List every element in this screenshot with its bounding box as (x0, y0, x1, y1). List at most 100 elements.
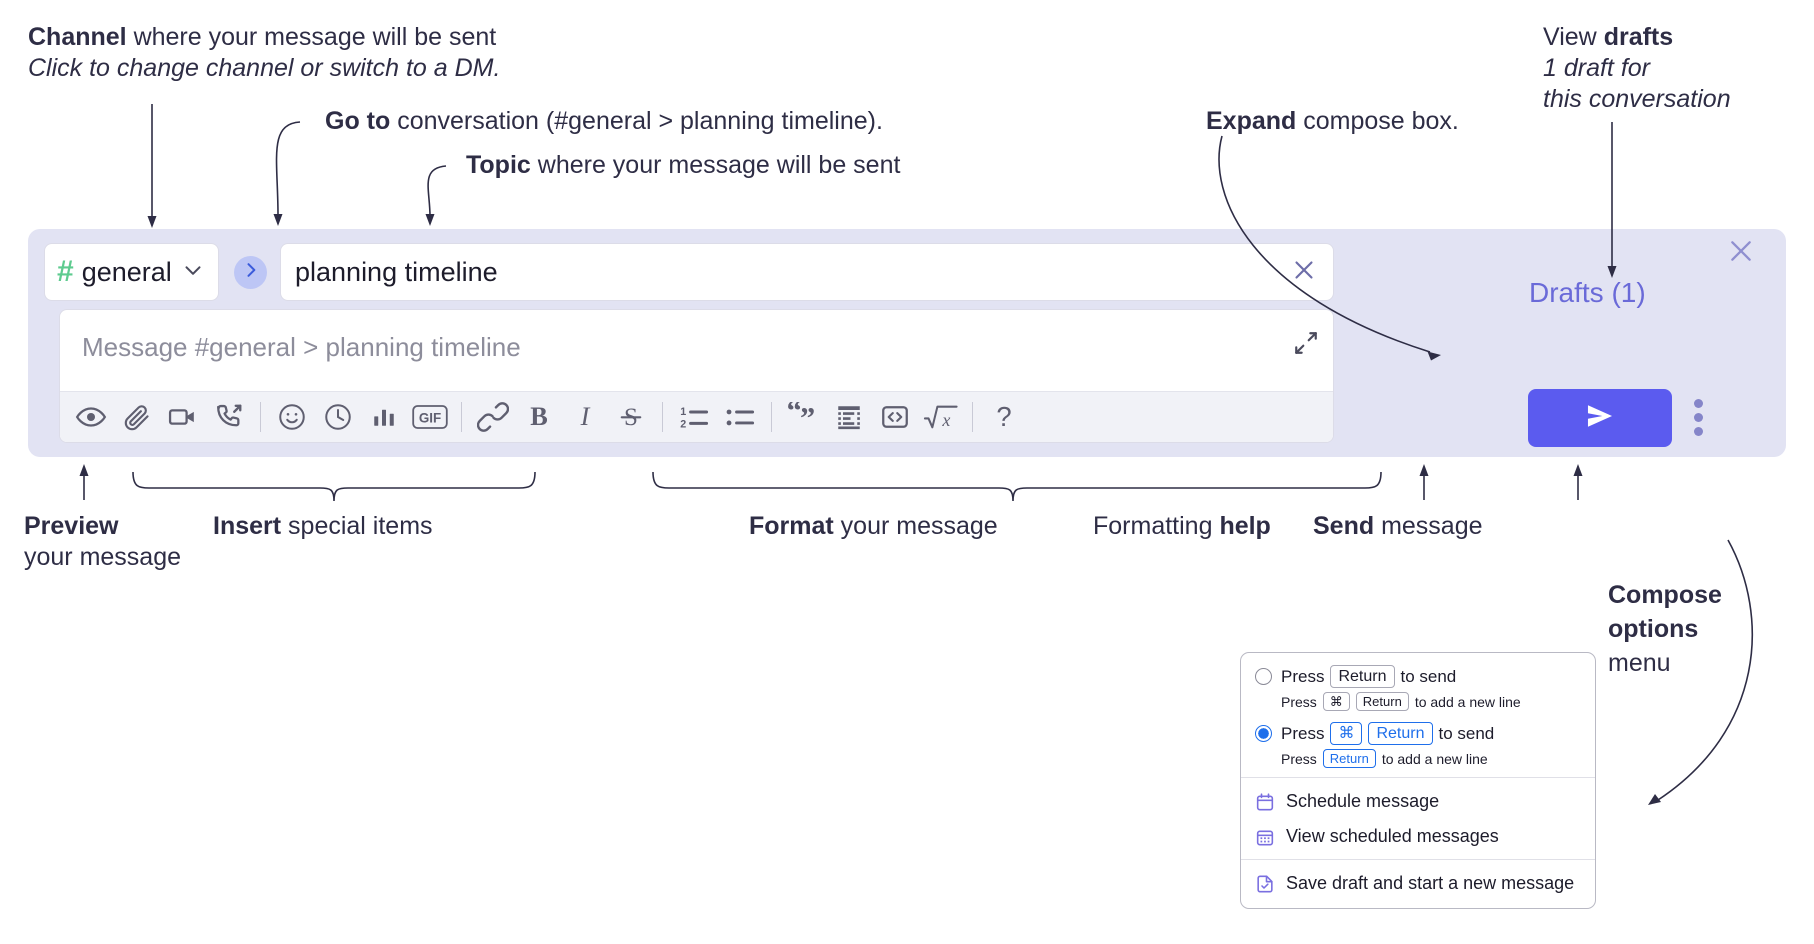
annotation-insert: Insert special items (213, 511, 633, 542)
menu-divider (1241, 859, 1595, 860)
menu-item-schedule-message[interactable]: Schedule message (1241, 784, 1595, 819)
option1-post: to send (1400, 666, 1457, 686)
svg-text:2: 2 (680, 418, 686, 430)
separator-3 (662, 402, 663, 432)
expand-icon[interactable] (1293, 330, 1319, 356)
message-input-box[interactable]: Message #general > planning timeline (59, 309, 1334, 443)
menu-item-label: View scheduled messages (1286, 826, 1499, 846)
gif-button[interactable]: GIF (407, 394, 453, 440)
annotation-preview-bold: Preview (24, 512, 119, 540)
close-icon[interactable] (1289, 255, 1319, 290)
chevron-down-icon (180, 257, 206, 288)
preview-button[interactable] (68, 394, 114, 440)
hash-icon: # (57, 255, 74, 288)
menu-item-save-draft[interactable]: Save draft and start a new message (1241, 866, 1595, 901)
draft-group: Save draft and start a new message (1241, 860, 1595, 908)
keybinding-option-1-sub: Press ⌘ Return to add a new line (1241, 688, 1595, 711)
svg-text:B: B (530, 402, 548, 431)
topic-value: planning timeline (295, 256, 498, 287)
code-brackets-button[interactable] (872, 394, 918, 440)
annotation-send: Send message (1313, 511, 1613, 542)
topic-input[interactable]: planning timeline (280, 243, 1334, 301)
annotation-format: Format your message (749, 511, 1169, 542)
document-check-icon (1255, 874, 1275, 894)
separator-5 (972, 402, 973, 432)
strikethrough-button[interactable]: S (608, 394, 654, 440)
compose-widget: # general planning timeline (28, 229, 1786, 457)
annotation-drafts-sub2: this conversation (1543, 85, 1731, 113)
send-paper-plane-icon (1581, 397, 1619, 440)
annotation-help-bold: help (1219, 512, 1271, 540)
annotation-help: Formatting help (1093, 511, 1393, 542)
annotation-send-bold: Send (1313, 512, 1375, 540)
annotation-send-rest: message (1374, 512, 1483, 540)
bold-button[interactable]: B (516, 394, 562, 440)
annotation-insert-rest: special items (281, 512, 433, 540)
annotation-format-rest: your message (833, 512, 998, 540)
poll-button[interactable] (361, 394, 407, 440)
option1-pre: Press (1281, 666, 1325, 686)
formatting-help-button[interactable]: ? (981, 394, 1027, 440)
svg-text:”: ” (800, 402, 815, 432)
drafts-link[interactable]: Drafts (1) (1529, 277, 1646, 309)
compose-header-row: # general planning timeline (44, 243, 1534, 301)
drafts-label: Drafts (1) (1529, 277, 1646, 308)
annotation-expand-bold: Expand (1206, 107, 1297, 135)
annotation-preview-line2: your message (24, 543, 182, 571)
annotation-topic-rest: where your message will be sent (530, 151, 901, 179)
annotation-topic-bold: Topic (466, 151, 531, 179)
option1-sub-post: to add a new line (1414, 693, 1521, 710)
annotation-topic: Topic where your message will be sent (466, 150, 1166, 181)
annotation-channel-rest: where your message will be sent (126, 23, 497, 51)
option2-pre: Press (1281, 723, 1325, 743)
channel-selector[interactable]: # general (44, 243, 219, 301)
menu-item-label: Save draft and start a new message (1286, 873, 1575, 893)
svg-text:?: ? (996, 402, 1011, 432)
schedule-button[interactable] (315, 394, 361, 440)
annotation-compose-rest: menu (1608, 649, 1671, 677)
italic-button[interactable]: I (562, 394, 608, 440)
radio-icon-selected[interactable] (1255, 725, 1272, 742)
calendar-grid-icon (1255, 827, 1275, 847)
annotation-format-bold: Format (749, 512, 834, 540)
close-icon[interactable] (1725, 235, 1757, 272)
attach-file-button[interactable] (114, 394, 160, 440)
compose-options-button[interactable] (1694, 399, 1703, 436)
keybinding-option-1[interactable]: Press Return to send (1241, 663, 1595, 688)
math-button[interactable]: x (918, 394, 964, 440)
bulleted-list-button[interactable] (717, 394, 763, 440)
link-button[interactable] (470, 394, 516, 440)
annotation-compose-bold1: Compose (1608, 581, 1722, 609)
annotation-goto-rest: conversation (#general > planning timeli… (390, 107, 883, 135)
command-key-icon: ⌘ (1330, 722, 1363, 745)
emoji-button[interactable] (269, 394, 315, 440)
separator-1 (260, 402, 261, 432)
svg-text:x: x (941, 410, 950, 430)
video-clip-button[interactable] (160, 394, 206, 440)
command-key-icon: ⌘ (1322, 692, 1350, 711)
svg-text:1: 1 (680, 406, 686, 418)
schedule-group: Schedule message View scheduled messages (1241, 778, 1595, 859)
goto-conversation-button[interactable] (234, 256, 267, 289)
annotation-help-pre: Formatting (1093, 512, 1220, 540)
keybinding-option-2[interactable]: Press ⌘ Return to send (1241, 720, 1595, 745)
blockquote-button[interactable]: “” (780, 394, 826, 440)
annotation-drafts-bold: drafts (1603, 23, 1674, 51)
message-placeholder: Message #general > planning timeline (82, 332, 521, 362)
option2-sub-key: Return (1322, 749, 1376, 768)
annotation-channel-bold: Channel (28, 23, 127, 51)
menu-item-view-scheduled-messages[interactable]: View scheduled messages (1241, 819, 1595, 854)
annotation-drafts-sub1: 1 draft for (1543, 54, 1650, 82)
separator-2 (461, 402, 462, 432)
annotation-drafts: View drafts 1 draft for this conversatio… (1543, 22, 1814, 115)
code-block-button[interactable] (826, 394, 872, 440)
radio-icon[interactable] (1255, 668, 1272, 685)
annotation-expand-rest: compose box. (1296, 107, 1459, 135)
annotation-expand: Expand compose box. (1206, 106, 1626, 137)
send-button[interactable] (1528, 389, 1672, 447)
chevron-right-icon (241, 260, 261, 285)
calendar-icon (1255, 792, 1275, 812)
audio-clip-button[interactable] (206, 394, 252, 440)
